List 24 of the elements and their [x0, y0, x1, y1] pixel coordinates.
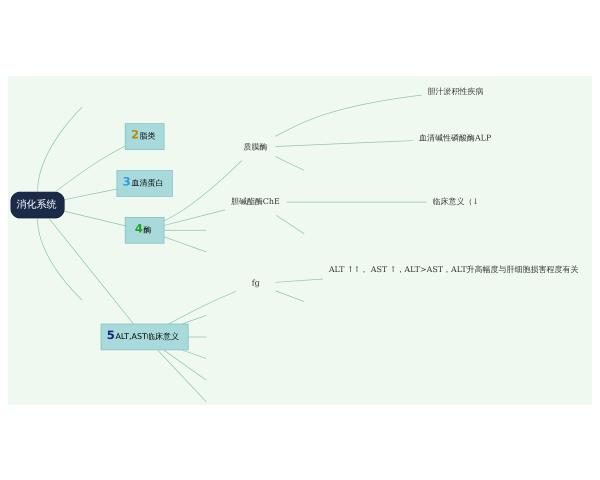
connector — [182, 349, 207, 358]
connector — [164, 208, 226, 226]
connector — [182, 314, 207, 324]
connector — [286, 201, 427, 202]
connector — [274, 156, 305, 170]
connector — [164, 229, 207, 230]
connector — [275, 278, 324, 282]
connector — [274, 290, 305, 302]
connector — [188, 336, 207, 337]
connector — [37, 106, 83, 192]
node-box: 消化系统 — [10, 191, 65, 218]
connector — [157, 349, 207, 402]
connector — [64, 210, 126, 226]
connector — [64, 188, 118, 200]
connector — [37, 218, 83, 300]
connector — [274, 94, 422, 136]
connector — [275, 140, 414, 146]
connector — [168, 290, 236, 324]
connector — [164, 160, 242, 221]
connector — [163, 349, 207, 380]
connector — [48, 217, 134, 324]
connector — [54, 145, 126, 192]
connector — [164, 236, 207, 252]
connector — [276, 214, 305, 234]
